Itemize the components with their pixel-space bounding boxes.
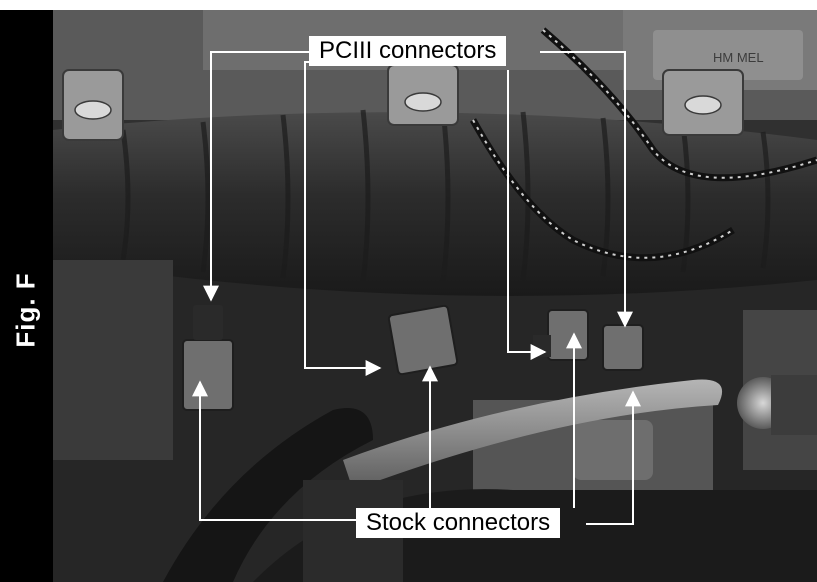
pciii-connectors-callout: PCIII connectors <box>309 36 507 66</box>
stock-connectors-callout: Stock connectors <box>356 508 561 538</box>
figure-label: Fig. F <box>10 272 41 348</box>
embossed-text: HM MEL <box>713 50 764 65</box>
photo-illustration: HM MEL <box>53 10 817 582</box>
engine-wiring-photo: HM MEL <box>53 10 817 582</box>
figure-sidebar: Fig. F <box>0 10 53 582</box>
